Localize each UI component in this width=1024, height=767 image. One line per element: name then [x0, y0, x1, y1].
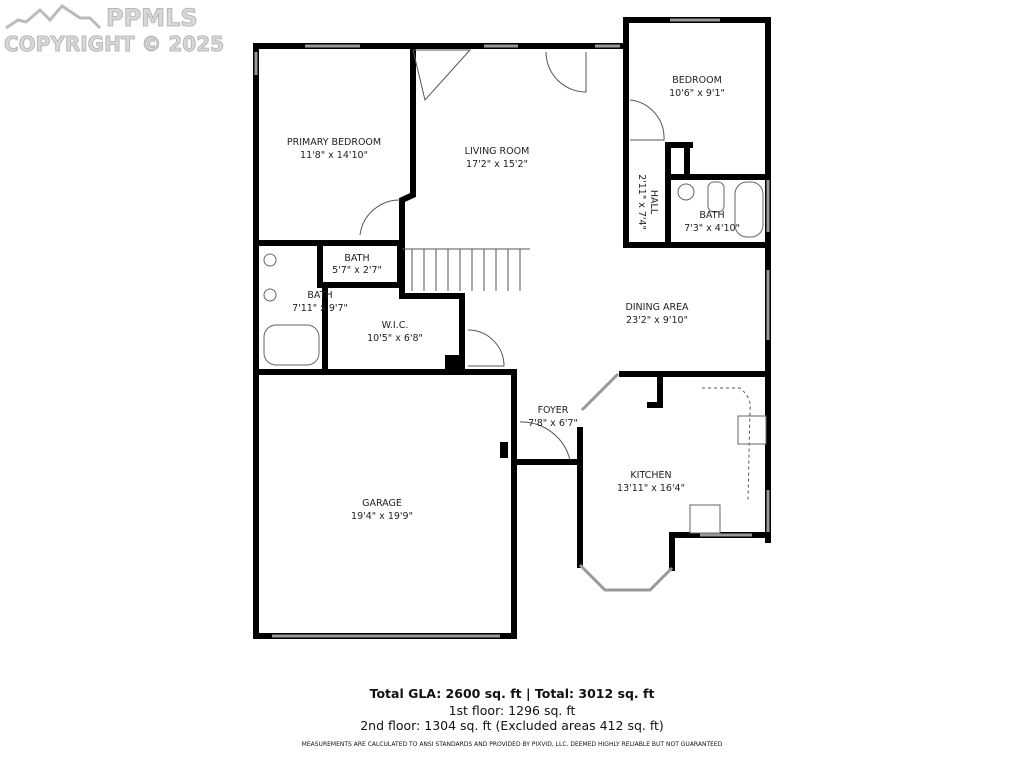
room-primary-bedroom: PRIMARY BEDROOM 11'8" x 14'10" [287, 137, 381, 161]
svg-text:23'2" x 9'10": 23'2" x 9'10" [626, 315, 688, 326]
svg-text:19'4" x 19'9": 19'4" x 19'9" [351, 511, 413, 522]
svg-text:GARAGE: GARAGE [362, 498, 402, 509]
room-bath-small: BATH 5'7" x 2'7" [332, 253, 382, 276]
svg-text:7'8" x 6'7": 7'8" x 6'7" [528, 418, 578, 429]
svg-text:13'11" x 16'4": 13'11" x 16'4" [617, 483, 685, 494]
room-foyer: FOYER 7'8" x 6'7" [528, 405, 578, 429]
watermark-brand: PPMLS [106, 4, 199, 33]
fixtures [263, 49, 767, 534]
svg-text:BATH: BATH [307, 290, 332, 301]
svg-text:2'11" x 7'4": 2'11" x 7'4" [636, 174, 647, 230]
svg-text:10'6" x 9'1": 10'6" x 9'1" [669, 88, 725, 99]
svg-text:BATH: BATH [699, 210, 724, 221]
second-floor-area: 2nd floor: 1304 sq. ft (Excluded areas 4… [360, 718, 664, 733]
room-living-room: LIVING ROOM 17'2" x 15'2" [465, 146, 530, 170]
svg-text:FOYER: FOYER [538, 405, 569, 416]
mountain-logo-icon [5, 4, 102, 30]
room-bath-primary: BATH 7'11" x 9'7" [292, 290, 348, 314]
svg-text:HALL: HALL [648, 190, 659, 215]
svg-text:7'3" x 4'10": 7'3" x 4'10" [684, 223, 740, 234]
svg-text:17'2" x 15'2": 17'2" x 15'2" [466, 159, 528, 170]
svg-text:BEDROOM: BEDROOM [672, 75, 722, 86]
floor-plan: PRIMARY BEDROOM 11'8" x 14'10" LIVING RO… [253, 17, 771, 639]
room-hall: HALL 2'11" x 7'4" [636, 174, 659, 230]
walls [253, 17, 771, 639]
svg-text:7'11" x 9'7": 7'11" x 9'7" [292, 303, 348, 314]
disclaimer: MEASUREMENTS ARE CALCULATED TO ANSI STAN… [301, 741, 723, 748]
room-wic: W.I.C. 10'5" x 6'8" [367, 320, 423, 344]
room-kitchen: KITCHEN 13'11" x 16'4" [617, 470, 685, 494]
windows [254, 18, 770, 638]
room-garage: GARAGE 19'4" x 19'9" [351, 498, 413, 522]
svg-text:W.I.C.: W.I.C. [382, 320, 409, 331]
svg-text:10'5" x 6'8": 10'5" x 6'8" [367, 333, 423, 344]
svg-text:11'8" x 14'10": 11'8" x 14'10" [300, 150, 368, 161]
svg-text:BATH: BATH [344, 253, 369, 264]
svg-text:DINING AREA: DINING AREA [625, 302, 689, 313]
watermark-copyright: COPYRIGHT © 2025 [3, 32, 225, 57]
svg-text:KITCHEN: KITCHEN [630, 470, 671, 481]
first-floor-area: 1st floor: 1296 sq. ft [448, 703, 576, 718]
svg-text:PRIMARY BEDROOM: PRIMARY BEDROOM [287, 137, 381, 148]
room-bedroom: BEDROOM 10'6" x 9'1" [669, 75, 725, 99]
stairs [402, 248, 530, 291]
total-area: Total GLA: 2600 sq. ft | Total: 3012 sq.… [369, 686, 655, 701]
room-dining-area: DINING AREA 23'2" x 9'10" [625, 302, 689, 326]
svg-text:5'7" x 2'7": 5'7" x 2'7" [332, 265, 382, 276]
svg-text:LIVING ROOM: LIVING ROOM [465, 146, 530, 157]
room-bath-upper: BATH 7'3" x 4'10" [684, 210, 740, 234]
